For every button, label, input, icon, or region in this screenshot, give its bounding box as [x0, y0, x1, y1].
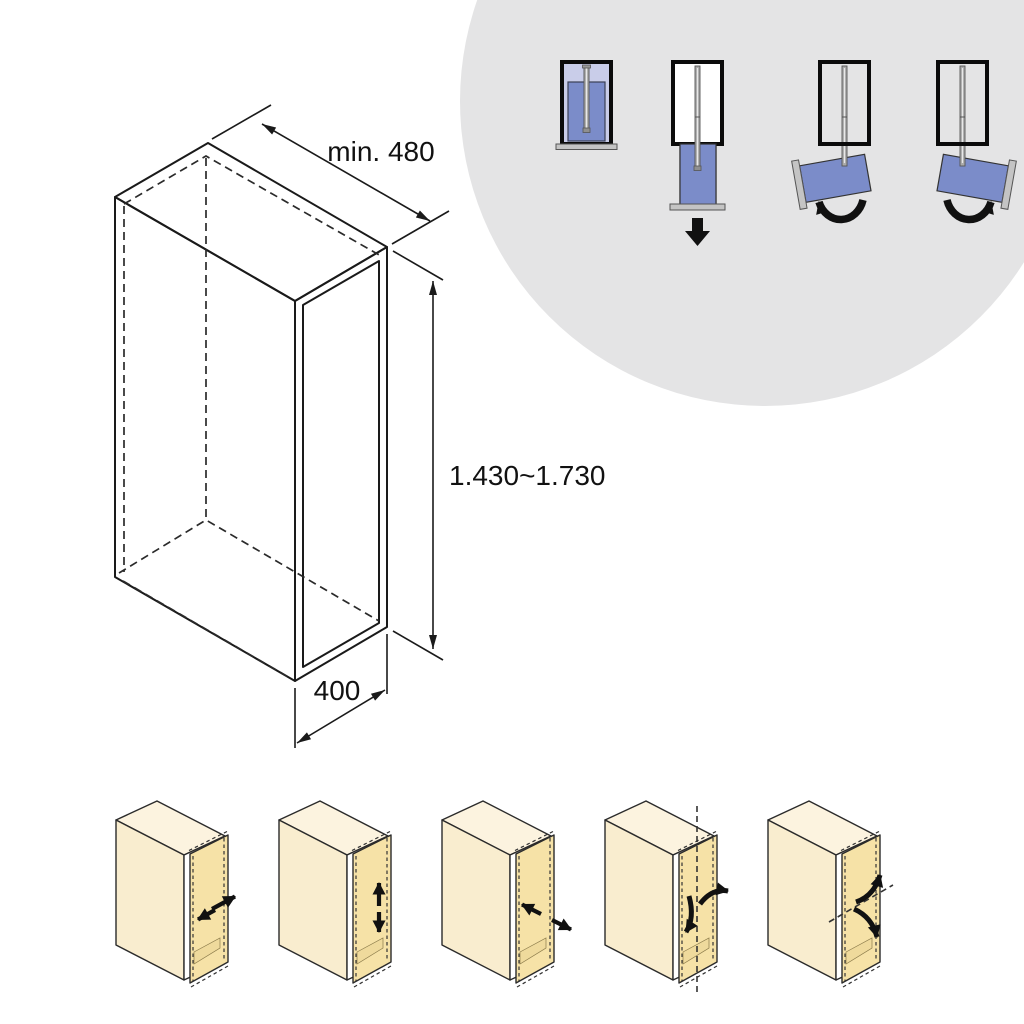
adjustment-swing-vertical-axis: [604, 800, 729, 992]
lift-rotate-right-icon: [936, 60, 1017, 224]
cabinet-dimension-drawing: min. 480 1.430~1.730 400: [114, 104, 606, 748]
rotate-cw-arrow-icon: [943, 198, 995, 224]
dimension-width: min. 480: [211, 104, 450, 245]
rotate-ccw-arrow-icon: [815, 198, 867, 224]
height-dimension-label: 1.430~1.730: [449, 460, 606, 491]
down-arrow-icon: [685, 218, 710, 246]
depth-dimension-label: 400: [314, 675, 361, 706]
adjustment-tilt-depth-axis: [767, 800, 894, 988]
lift-rotate-left-icon: [791, 60, 872, 224]
width-dimension-label: min. 480: [327, 136, 434, 167]
adjustment-depth: [115, 800, 237, 988]
cabinet-body: [114, 142, 388, 682]
adjustment-height: [278, 800, 392, 988]
dimension-depth: 400: [294, 634, 388, 748]
lift-closed-icon: [555, 60, 618, 150]
adjustment-side: [441, 800, 572, 988]
dimension-height: 1.430~1.730: [392, 250, 606, 661]
lift-pulled-down-icon: [669, 60, 726, 246]
